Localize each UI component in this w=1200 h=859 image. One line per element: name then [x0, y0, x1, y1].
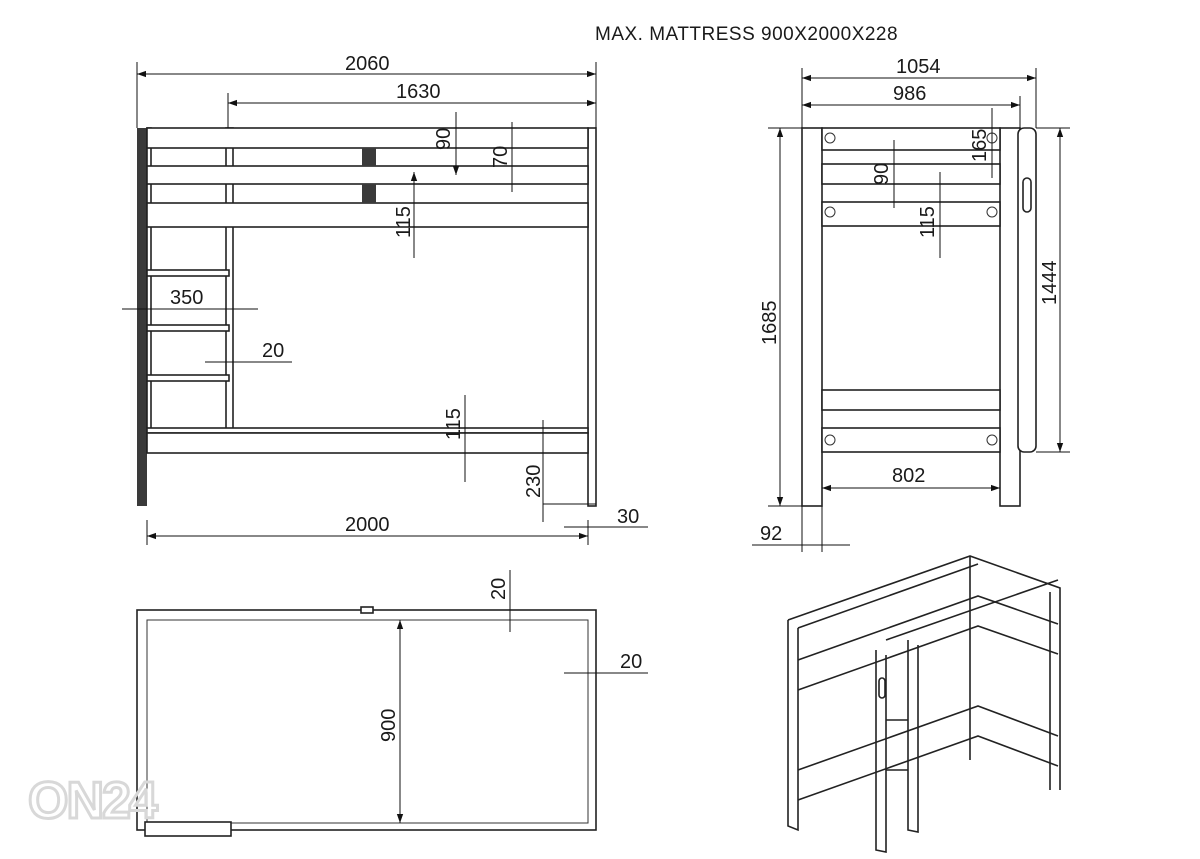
- end-view: 1054 986 165 90 115 1685 1444 802 92: [752, 56, 1070, 552]
- guard-rail-2: [146, 165, 589, 185]
- dim-guard-to-frame: 115: [393, 206, 415, 238]
- bolt-5: [824, 434, 836, 446]
- ladder-rung-3: [146, 374, 230, 382]
- dim-end-offset: 30: [617, 506, 639, 528]
- rail-clip-1: [362, 148, 376, 166]
- mattress-spec-title: MAX. MATTRESS 900X2000X228: [595, 24, 898, 45]
- dim-frame-gap: 115: [917, 206, 939, 238]
- end-post-left: [801, 127, 823, 507]
- dim-rail-height: 70: [490, 146, 512, 168]
- lower-rail-2: [146, 432, 589, 454]
- plan-ladder: [144, 821, 232, 837]
- dim-inner-width: 986: [893, 83, 926, 105]
- dim-ladder-offset: 20: [262, 340, 284, 362]
- dim-ladder-width: 350: [170, 287, 203, 309]
- dim-mattress-length: 2000: [345, 514, 390, 536]
- dim-edge-offset: 20: [488, 578, 510, 600]
- dim-leg-spacing: 802: [892, 465, 925, 487]
- end-rail-5: [821, 427, 1001, 453]
- right-post: [587, 127, 597, 507]
- plan-frame-outer: [136, 609, 597, 831]
- dim-overall-width: 1054: [896, 56, 941, 78]
- dim-floor-clearance: 230: [523, 465, 545, 498]
- dim-top-rail-gap: 90: [433, 128, 455, 150]
- end-rail-top: [821, 127, 1001, 151]
- end-post-right: [999, 127, 1021, 507]
- end-rail-3: [821, 201, 1001, 227]
- bolt-6: [986, 434, 998, 446]
- watermark-logo: ON24: [28, 772, 158, 830]
- ladder-side-rail: [1017, 127, 1037, 453]
- ladder-rung-2: [146, 324, 230, 332]
- ladder-rung-1: [146, 269, 230, 277]
- guard-rail-1: [146, 127, 589, 149]
- end-rail-4: [821, 389, 1001, 411]
- side-view: 2060 1630 90 70 115 350 20 115 230 2000 …: [122, 53, 648, 545]
- dim-side-offset: 20: [620, 651, 642, 673]
- ladder-handle: [1022, 177, 1032, 213]
- bolt-4: [986, 206, 998, 218]
- dim-rail-gap: 90: [871, 163, 893, 185]
- plan-frame-inner: [146, 619, 589, 824]
- plan-view: 900 20 20: [136, 570, 648, 837]
- isometric-view: [787, 555, 1061, 853]
- dim-mattress-width: 900: [378, 709, 400, 742]
- bolt-3: [824, 206, 836, 218]
- end-rail-2: [821, 163, 1001, 185]
- rail-clip-2: [362, 184, 376, 203]
- dim-post-width: 92: [760, 523, 782, 545]
- bolt-1: [824, 132, 836, 144]
- plan-clip: [360, 606, 374, 614]
- dim-lower-rail: 115: [443, 408, 465, 440]
- dim-head-height: 1444: [1039, 261, 1061, 306]
- left-post: [137, 128, 147, 506]
- dim-top-gap: 165: [969, 129, 991, 162]
- dim-overall-length: 2060: [345, 53, 390, 75]
- dim-total-height: 1685: [759, 301, 781, 346]
- dim-inner-length: 1630: [396, 81, 441, 103]
- guard-rail-3: [146, 202, 589, 228]
